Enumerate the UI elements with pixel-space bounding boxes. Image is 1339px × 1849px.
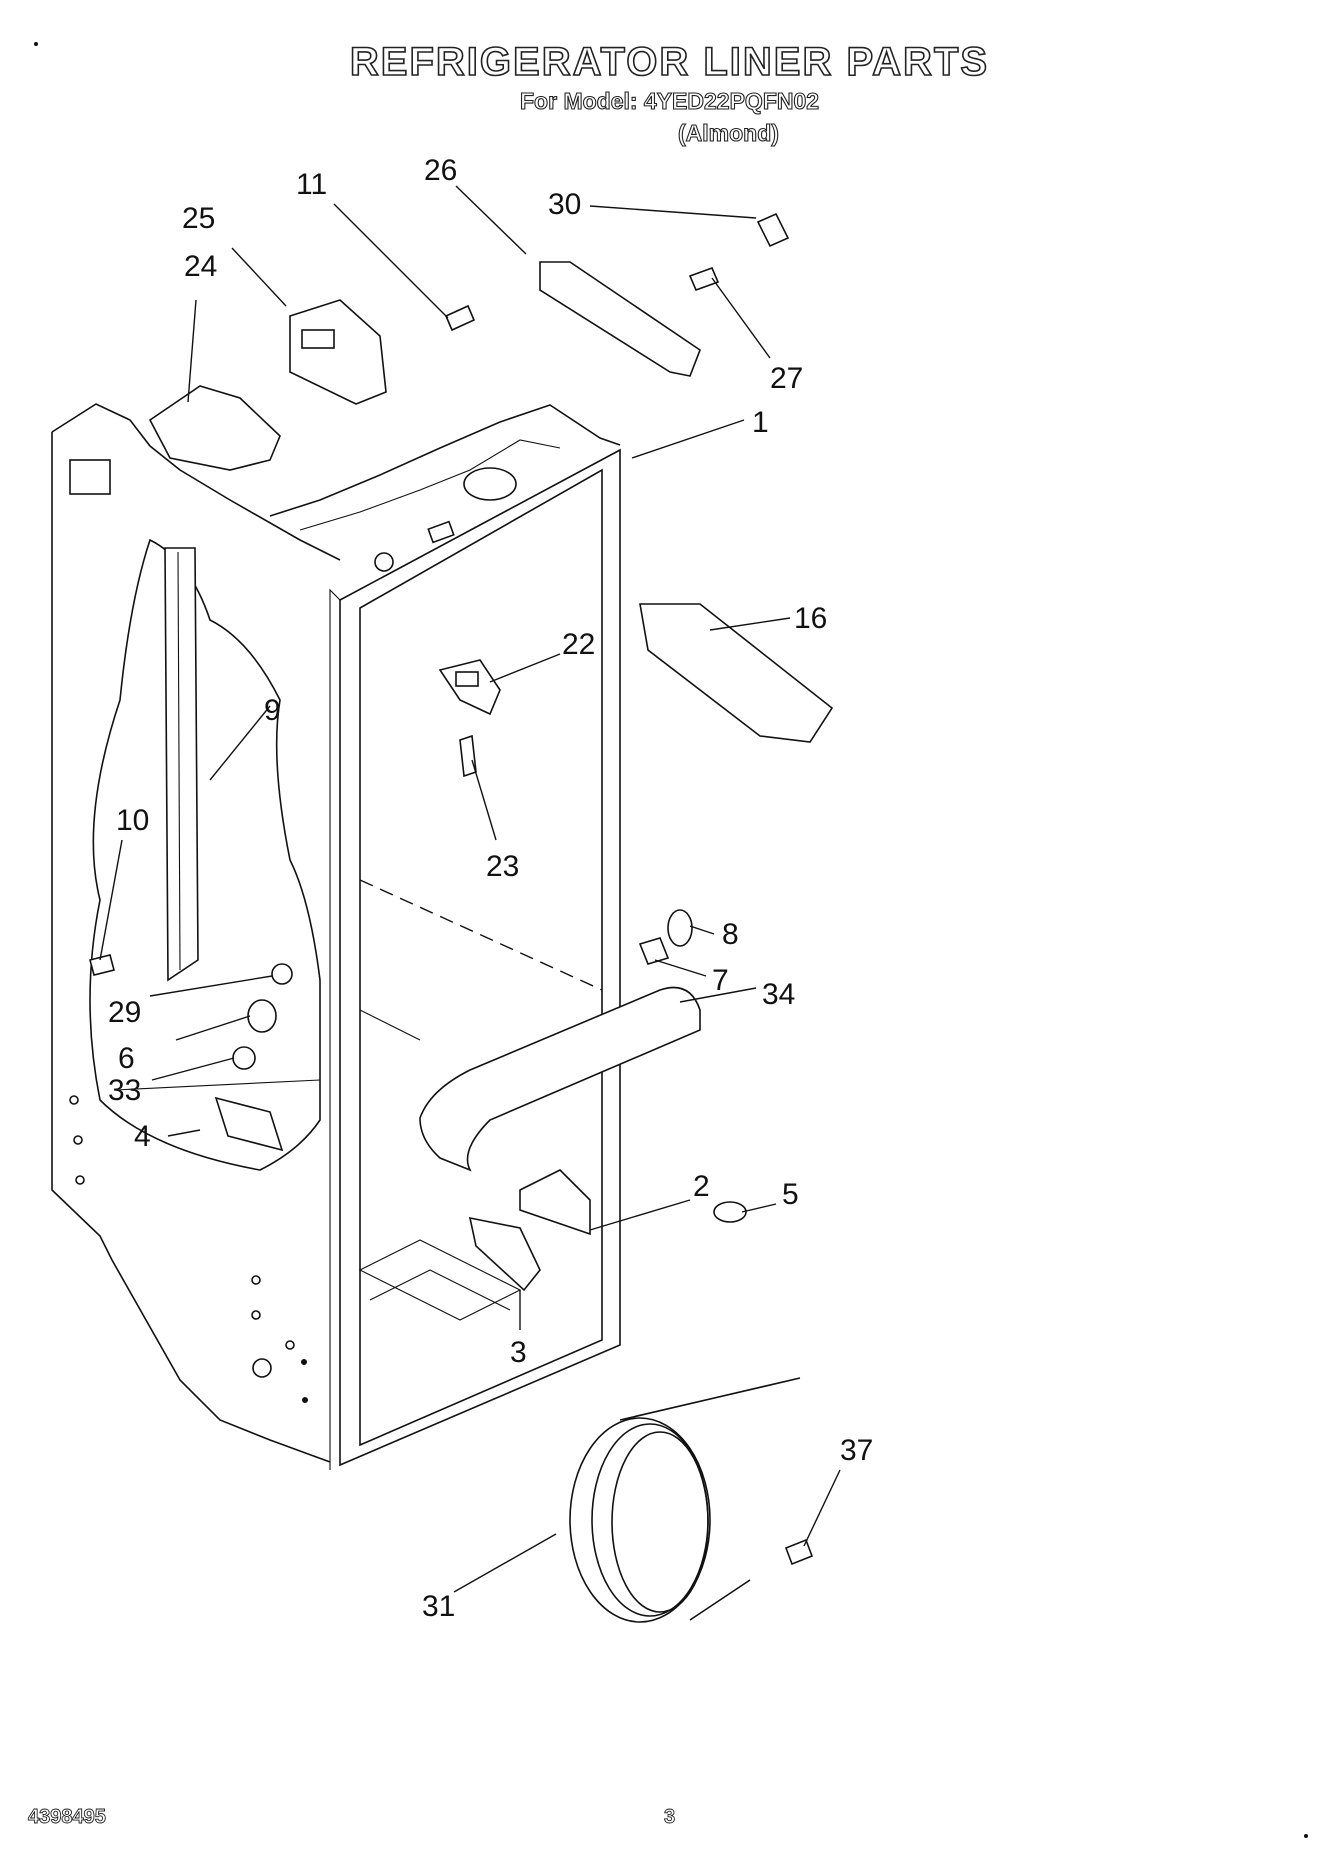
part-8-bumper xyxy=(667,909,693,947)
callout-23: 23 xyxy=(486,850,519,883)
callout-30: 30 xyxy=(548,188,581,221)
variant-label: (Almond) xyxy=(677,119,779,146)
callout-29: 29 xyxy=(108,996,141,1029)
part-23-screw xyxy=(459,734,477,778)
callout-25: 25 xyxy=(182,202,215,235)
leader-lines xyxy=(99,185,841,1593)
part-33-bulb xyxy=(232,1046,256,1070)
callout-6: 6 xyxy=(118,1042,135,1075)
callout-22: 22 xyxy=(562,628,595,661)
cutaway-floor xyxy=(114,1079,321,1091)
callout-24: 24 xyxy=(184,250,217,283)
page-title: REFRIGERATOR LINER PARTS xyxy=(349,39,990,85)
part-34-crisper-cover xyxy=(419,986,701,1172)
mount-hole xyxy=(75,1175,85,1185)
callout-5: 5 xyxy=(782,1178,799,1211)
liner-frame-edge xyxy=(329,588,341,1470)
callout-labels: 1 2 3 4 5 6 7 8 9 10 11 16 22 23 24 25 2… xyxy=(108,154,873,1623)
callout-31: 31 xyxy=(422,1590,455,1623)
part-37-screw xyxy=(784,1538,814,1566)
liner-top-left-edge xyxy=(51,403,341,561)
callout-1: 1 xyxy=(752,406,769,439)
page-number: 3 xyxy=(664,1806,676,1829)
callout-16: 16 xyxy=(794,602,827,635)
callout-33: 33 xyxy=(108,1074,141,1107)
part-22-bracket xyxy=(438,659,501,716)
part-11-screw xyxy=(444,304,476,332)
mount-hole xyxy=(301,1359,307,1365)
callout-34: 34 xyxy=(762,978,795,1011)
callout-7: 7 xyxy=(712,964,729,997)
mount-hole xyxy=(73,1135,83,1145)
liner-top-inner xyxy=(299,439,561,531)
liner-body xyxy=(51,403,621,1470)
liner-front-frame-outer xyxy=(339,448,621,1467)
part-27-screw xyxy=(688,266,720,292)
mount-hole xyxy=(285,1340,295,1350)
part-31-tubing xyxy=(569,1377,801,1623)
liner-left-panel xyxy=(51,432,331,1463)
liner-top-surface xyxy=(269,404,621,517)
liner-interior-line xyxy=(359,879,603,991)
callout-26: 26 xyxy=(424,154,457,187)
callout-11: 11 xyxy=(296,168,327,201)
mount-hole xyxy=(251,1310,261,1320)
document-number: 4398495 xyxy=(28,1806,107,1829)
part-10-screw xyxy=(89,954,115,976)
model-line: For Model: 4YED22PQFN02 xyxy=(519,87,820,114)
callout-4: 4 xyxy=(134,1120,151,1153)
liner-front-frame-inner xyxy=(359,468,603,1447)
callout-3: 3 xyxy=(510,1336,527,1369)
part-16-trim xyxy=(639,603,834,743)
side-cutout xyxy=(69,459,111,495)
part-2-bracket xyxy=(519,1169,591,1236)
callout-37: 37 xyxy=(840,1434,873,1467)
callout-10: 10 xyxy=(116,804,149,837)
top-opening xyxy=(463,467,517,501)
part-29-socket xyxy=(271,963,293,985)
mount-hole xyxy=(251,1275,261,1285)
part-5-grommet xyxy=(713,1201,747,1223)
mount-hole xyxy=(69,1095,79,1105)
part-26-channel xyxy=(539,261,701,377)
part-24-control-housing xyxy=(148,385,281,471)
cutaway-outline xyxy=(89,538,321,1171)
stray-mark xyxy=(1304,1834,1308,1838)
top-hole xyxy=(374,552,394,572)
part-22-slot xyxy=(455,671,479,687)
mount-hole xyxy=(302,1397,308,1403)
part-7-screw xyxy=(638,937,670,965)
callout-8: 8 xyxy=(722,918,739,951)
top-slot xyxy=(427,520,455,544)
part-4-grille xyxy=(214,1096,284,1152)
part-30-clip xyxy=(756,212,790,248)
part-9-shelf-rail xyxy=(164,547,199,982)
part-25-window xyxy=(301,329,335,349)
part-25-cover xyxy=(289,299,387,405)
part-3-bracket xyxy=(468,1216,541,1292)
mount-hole xyxy=(252,1358,272,1378)
callout-2: 2 xyxy=(693,1170,710,1203)
liner-interior-line xyxy=(359,1009,421,1041)
callout-27: 27 xyxy=(770,362,803,395)
part-6-lamp-holder xyxy=(247,999,277,1033)
stray-mark xyxy=(34,42,38,46)
callout-9: 9 xyxy=(264,694,281,727)
part-9-rail-slot xyxy=(177,551,181,971)
liner-bottom-recess xyxy=(369,1269,511,1311)
